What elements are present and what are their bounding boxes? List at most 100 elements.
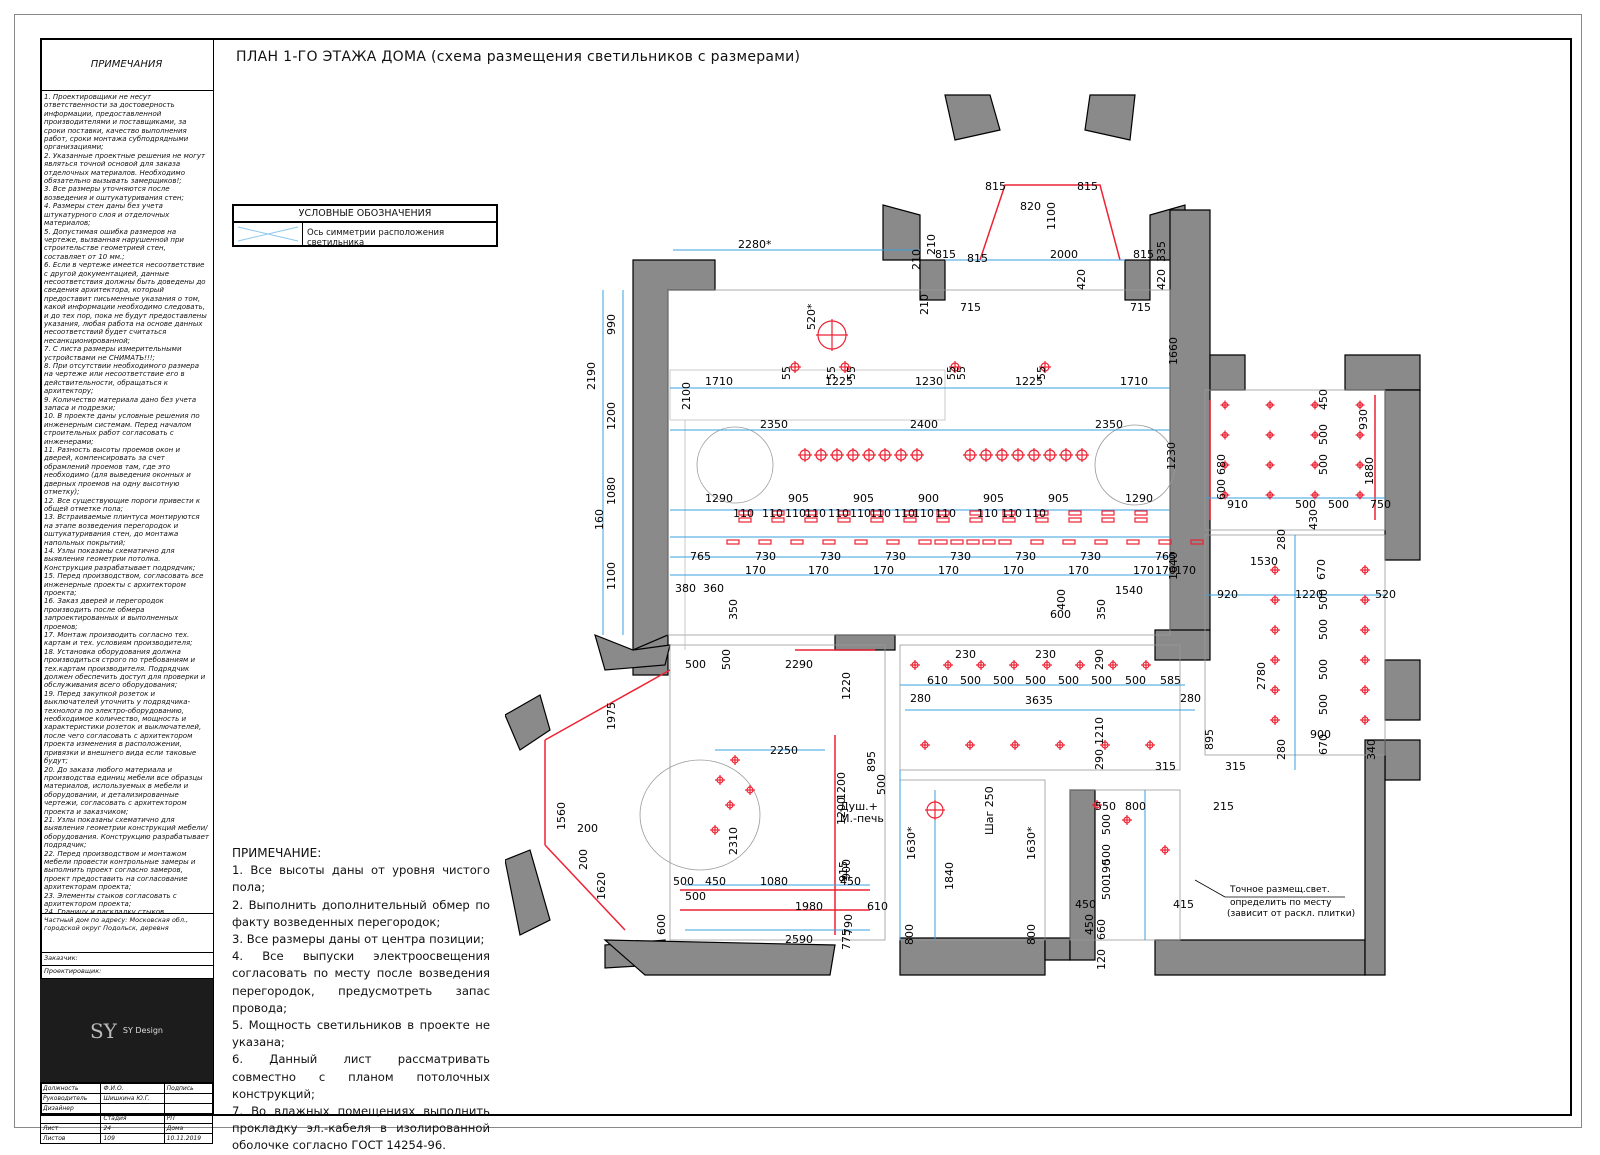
light-fixture-icon — [920, 740, 930, 750]
dimension-label: 1660 — [1167, 337, 1180, 365]
linear-light-icon — [771, 510, 785, 516]
linear-light-icon — [837, 510, 851, 516]
dimension-label: 210 — [910, 249, 923, 270]
dimension-label: 450 — [1075, 898, 1096, 911]
shower-label-2: М.-печь — [840, 812, 884, 825]
linear-light-icon — [738, 510, 752, 516]
linear-light-icon — [1035, 510, 1049, 516]
dimension-label: 280 — [1275, 739, 1288, 760]
dimension-label: 2780 — [1255, 662, 1268, 690]
dimension-label: 1210 — [1093, 717, 1106, 745]
light-fixture-icon — [1265, 430, 1275, 440]
dimension-label: 500 — [1328, 498, 1349, 511]
sheet-title: ПЛАН 1-ГО ЭТАЖА ДОМА (схема размещения с… — [236, 49, 801, 65]
light-fixture-icon — [1220, 460, 1230, 470]
stamp-fio-label: Ф.И.О. — [100, 1083, 165, 1094]
dimension-label: 450 — [1083, 914, 1096, 935]
dimension-label: 1290 — [705, 492, 733, 505]
light-fixture-icon — [1075, 660, 1085, 670]
dimension-label: 215 — [1213, 800, 1234, 813]
remark-item: 7. Во влажных помещениях выполнить прокл… — [232, 1104, 490, 1153]
light-fixture-icon — [1055, 740, 1065, 750]
dimension-label: 2400 — [910, 418, 938, 431]
dimension-label: 170 — [1133, 564, 1154, 577]
linear-light-icon — [1002, 510, 1016, 516]
stamp-sheets-value: 109 — [100, 1133, 165, 1144]
light-fixture-icon — [830, 448, 844, 462]
legend-row: Ось симметрии расположения светильника — [234, 223, 496, 248]
dimension-label: 350 — [727, 599, 740, 620]
dimension-label: 1710 — [1120, 375, 1148, 388]
legend-title: УСЛОВНЫЕ ОБОЗНАЧЕНИЯ — [234, 206, 496, 223]
dimension-label: 800 — [903, 924, 916, 945]
dimension-label: 765 — [690, 550, 711, 563]
dimension-label: 415 — [1173, 898, 1194, 911]
light-fixture-icon — [1310, 490, 1320, 500]
dimension-label: 815 — [985, 180, 1006, 193]
dimension-label: 915 — [837, 861, 850, 882]
linear-light-icon — [804, 510, 818, 516]
dimension-label: 1100 — [1045, 202, 1058, 230]
note-item: 14. Узлы показаны схематично для выявлен… — [44, 546, 196, 572]
light-fixture-icon — [1355, 400, 1365, 410]
light-fixture-icon — [839, 361, 851, 373]
light-fixture-icon — [1355, 460, 1365, 470]
dimension-label: 500 — [1317, 659, 1330, 680]
dimension-label: 520* — [805, 303, 818, 330]
dimension-label: 2290 — [785, 658, 813, 671]
tile-note-line-1: Точное размещ.свет. — [1229, 885, 1330, 895]
dimension-label: 190 — [1100, 859, 1113, 880]
dimension-label: 450 — [840, 875, 861, 888]
tile-note-line-2: определить по месту — [1230, 898, 1332, 908]
stamp-head-label: Руководитель — [39, 1093, 102, 1104]
dimension-label: 1290 — [1125, 492, 1153, 505]
dimension-label: 610 — [927, 674, 948, 687]
dimension-label: 815 — [967, 252, 988, 265]
dimension-label: 110 — [1001, 507, 1022, 520]
remark-item: 3. Все размеры даны от центра позиции; — [232, 932, 485, 947]
stamp-sheet-label: Лист — [39, 1123, 102, 1134]
dimension-label: 1080 — [760, 875, 788, 888]
note-item: 17. Монтаж производить согласно тех. кар… — [44, 631, 193, 648]
light-fixture-icon — [1160, 845, 1170, 855]
dimension-label: 660 — [1095, 919, 1108, 940]
blue-dimension-lines — [602, 249, 1385, 940]
logo-text: SY Design — [122, 1026, 164, 1035]
dimension-label: 585 — [1160, 674, 1181, 687]
dimension-label: 1975 — [605, 702, 618, 730]
dimension-label: 200 — [577, 822, 598, 835]
linear-light-icon — [771, 517, 785, 523]
dimension-label: 2310 — [727, 827, 740, 855]
dimension-label: 430 — [1307, 509, 1320, 530]
light-fixture-icon — [1141, 660, 1151, 670]
dimension-label: 1630* — [905, 826, 918, 860]
dimension-label: 1980 — [795, 900, 823, 913]
dimension-label: 450 — [705, 875, 726, 888]
light-fixture-icon — [1043, 448, 1057, 462]
dimension-label: 2350 — [1095, 418, 1123, 431]
linear-light-icon — [870, 517, 884, 523]
dimension-label: 450 — [1317, 389, 1330, 410]
dimension-label: 815 — [935, 248, 956, 261]
linear-light-icon — [982, 539, 996, 545]
stamp-sheet-value: 24 — [100, 1123, 165, 1134]
note-item: 2. Указанные проектные решения не могут … — [44, 151, 206, 186]
light-fixture-icon — [1265, 400, 1275, 410]
light-fixture-icon — [1270, 595, 1280, 605]
linear-light-icon — [837, 517, 851, 523]
note-item: 5. Допустимая ошибка размеров на чертеже… — [44, 227, 184, 261]
linear-light-icon — [1158, 539, 1172, 545]
light-fixture-icon — [1265, 490, 1275, 500]
note-item: 9. Количество материала дано без учета з… — [44, 395, 197, 413]
dimension-label: 500 — [1100, 879, 1113, 900]
light-fixture-icon — [1009, 660, 1019, 670]
dimension-label: 380 — [675, 582, 696, 595]
dimension-label: 2000 — [1050, 248, 1078, 261]
dimension-label: 500 — [720, 649, 733, 670]
dimension-label: 55 — [780, 366, 793, 380]
stamp-head-name: Шишкина Ю.Г. — [100, 1093, 165, 1104]
dimension-label: 110 — [850, 507, 871, 520]
light-fixture-icon — [976, 660, 986, 670]
light-fixture-icon — [725, 800, 735, 810]
dimension-label: 55 — [845, 366, 858, 380]
